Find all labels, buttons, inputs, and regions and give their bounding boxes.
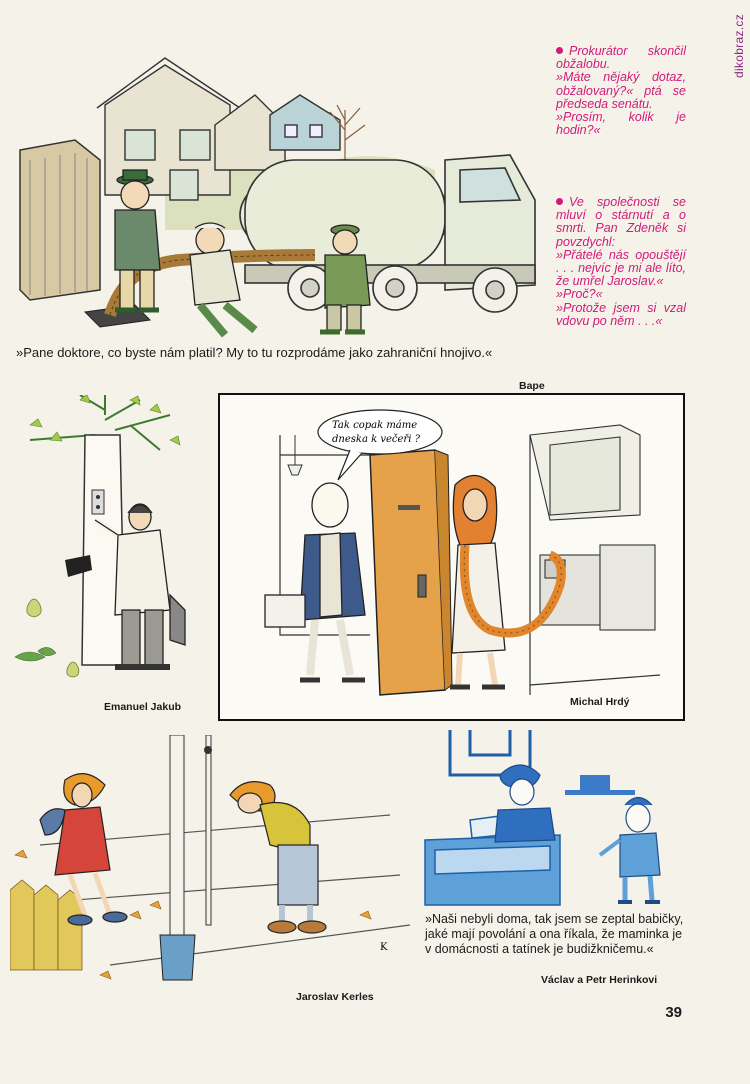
street-drawing: K (10, 735, 410, 981)
street-signature: K (380, 942, 388, 953)
author-bape: Bape (519, 380, 545, 392)
bullet-icon (556, 198, 563, 205)
office-drawing (424, 730, 661, 906)
speech-line-2: dneska k večeři ? (332, 434, 421, 445)
cartoon-sewage-truck (15, 50, 555, 340)
author-michal-hrdy: Michal Hrdý (570, 696, 630, 708)
joke-line: Ve společnosti se mluví o stárnutí a o s… (556, 195, 686, 249)
cartoon-door-dinner: Tak copak máme dneska k večeři ? (218, 393, 685, 721)
joke-prosecutor: Prokurátor skončil obžalobu. »Máte nějak… (556, 44, 686, 138)
author-herinkovi: Václav a Petr Herinkovi (541, 974, 658, 986)
door-drawing: Tak copak máme dneska k večeři ? (264, 409, 661, 696)
author-emanuel-jakub: Emanuel Jakub (104, 701, 182, 713)
joke-line: Prokurátor skončil obžalobu. (556, 44, 686, 72)
author-jaroslav-kerles: Jaroslav Kerles (296, 991, 374, 1003)
joke-widow: Ve společnosti se mluví o stárnutí a o s… (556, 195, 686, 328)
caption-office: »Naši nebyli doma, tak jsem se zeptal ba… (425, 912, 684, 957)
bullet-icon (556, 47, 563, 54)
cartoon-office-grandma (420, 730, 690, 910)
cartoon-tree-doorbell (10, 395, 210, 690)
tree-drawing (14, 395, 186, 678)
sewage-truck-drawing (19, 57, 536, 338)
joke-line: »Proč?« (556, 287, 603, 302)
caption-sewage: »Pane doktore, co byste nám platil? My t… (16, 345, 493, 360)
joke-line: »Protože jsem si vzal vdovu po něm . . .… (556, 300, 686, 328)
cartoon-street-lamp: K (10, 735, 410, 985)
speech-line-1: Tak copak máme (332, 420, 417, 431)
page-number: 39 (665, 1004, 682, 1021)
joke-line: »Prosím, kolik je hodin?« (556, 110, 686, 138)
joke-line: »Přátelé nás opouštějí . . . nejvíc je m… (556, 247, 686, 289)
joke-line: »Máte nějaký dotaz, obžalovaný?« ptá se … (556, 70, 686, 111)
watermark: dikobraz.cz (732, 14, 746, 78)
